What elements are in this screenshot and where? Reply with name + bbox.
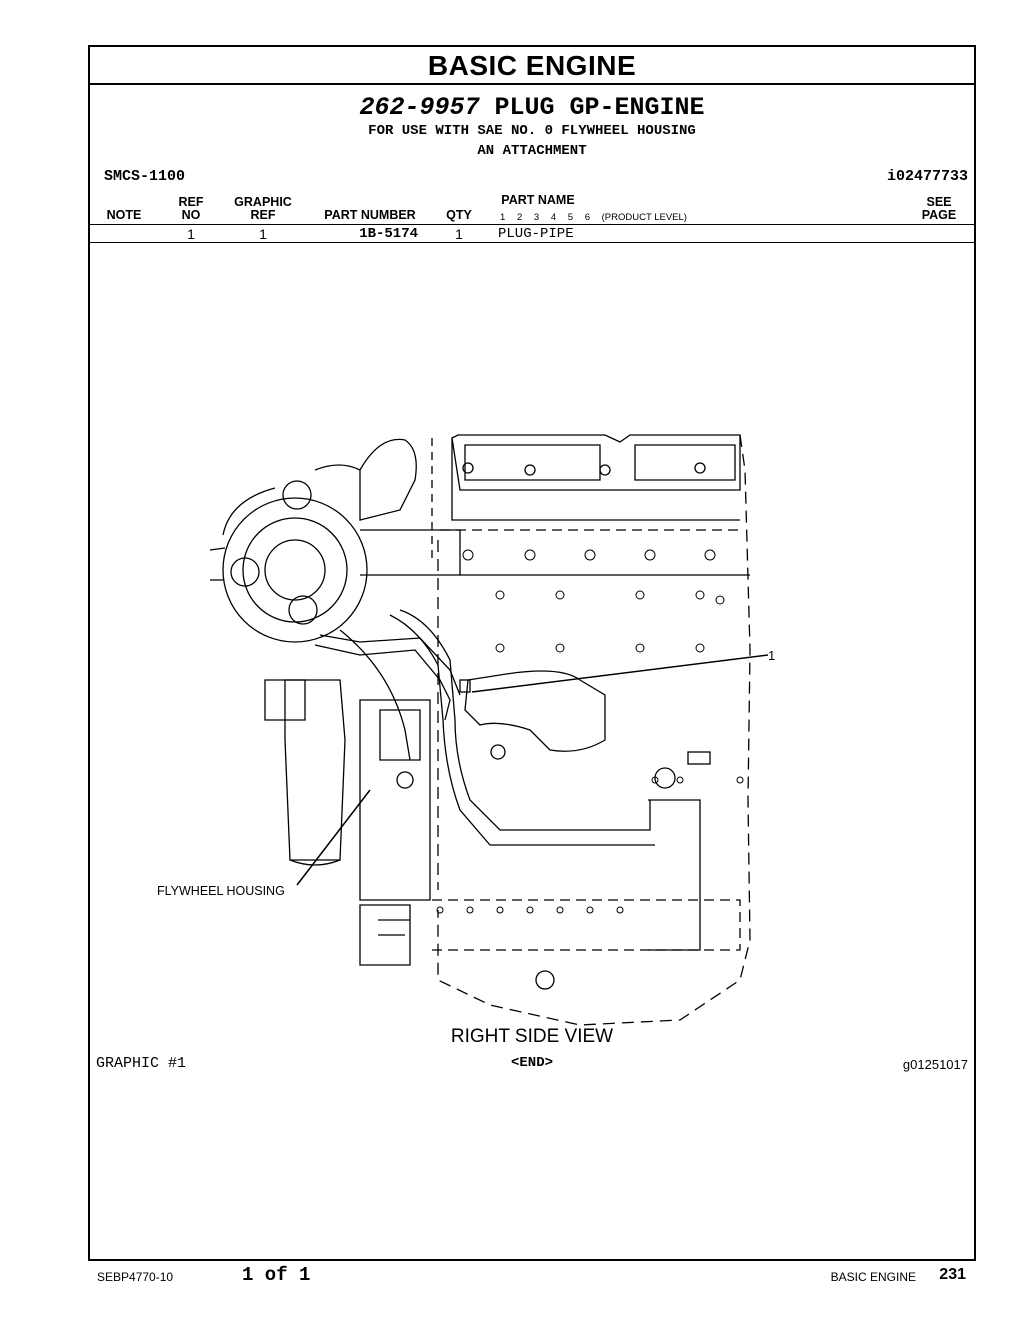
row-qty: 1 bbox=[455, 226, 463, 242]
view-caption: RIGHT SIDE VIEW bbox=[450, 1026, 614, 1047]
section-title-bar: BASIC ENGINE bbox=[90, 47, 974, 85]
document-id: i02477733 bbox=[886, 168, 968, 185]
header-part-number: PART NUMBER bbox=[324, 208, 416, 222]
level-5: 5 bbox=[567, 212, 574, 223]
header-qty: QTY bbox=[446, 208, 472, 222]
smcs-code: SMCS-1100 bbox=[104, 168, 186, 185]
header-graphic-ref-2: REF bbox=[250, 208, 276, 222]
footer-doc-number: SEBP4770-10 bbox=[97, 1270, 174, 1284]
row-ref-no: 1 bbox=[187, 226, 195, 242]
header-ref-no-1: REF bbox=[178, 195, 204, 209]
graphic-number: GRAPHIC #1 bbox=[96, 1055, 187, 1072]
section-title: BASIC ENGINE bbox=[427, 50, 637, 81]
row-part-name: PLUG-PIPE bbox=[498, 226, 574, 242]
header-note: NOTE bbox=[106, 208, 142, 222]
level-6: 6 bbox=[584, 212, 590, 223]
header-rule bbox=[90, 224, 974, 225]
group-description-line-1: FOR USE WITH SAE NO. 0 FLYWHEEL HOUSING bbox=[368, 123, 696, 139]
row-graphic-ref: 1 bbox=[259, 226, 267, 242]
graphic-id: g01251017 bbox=[902, 1057, 968, 1072]
footer-page-of: 1 of 1 bbox=[242, 1264, 311, 1286]
group-part-number: 262-9957 bbox=[359, 93, 480, 122]
level-3: 3 bbox=[533, 212, 540, 223]
group-title: 262-9957 PLUG GP-ENGINE bbox=[90, 93, 974, 122]
level-1: 1 bbox=[500, 212, 506, 223]
header-see-page-2: PAGE bbox=[921, 208, 957, 222]
header-graphic-ref-1: GRAPHIC bbox=[234, 195, 292, 209]
header-see-page-1: SEE bbox=[926, 195, 952, 209]
level-2: 2 bbox=[516, 212, 523, 223]
flywheel-housing-label: FLYWHEEL HOUSING bbox=[157, 884, 285, 898]
footer-section: BASIC ENGINE bbox=[830, 1270, 916, 1284]
product-level-label: (PRODUCT LEVEL) bbox=[601, 212, 687, 223]
row-rule bbox=[90, 242, 974, 243]
engine-right-side-view-illustration: 1 FLYWHEEL HOUSING bbox=[157, 434, 775, 1026]
level-4: 4 bbox=[550, 212, 557, 223]
group-description-line-2: AN ATTACHMENT bbox=[477, 143, 587, 159]
group-name: PLUG GP-ENGINE bbox=[494, 93, 705, 122]
product-levels: 1 2 3 4 5 6 (PRODUCT LEVEL) bbox=[500, 212, 696, 223]
end-marker: <END> bbox=[510, 1055, 553, 1071]
header-part-name: PART NAME bbox=[501, 193, 575, 207]
footer-page-number: 231 bbox=[939, 1266, 966, 1283]
page-frame: BASIC ENGINE 262-9957 PLUG GP-ENGINE FOR… bbox=[88, 45, 976, 1261]
callout-1-label: 1 bbox=[768, 648, 775, 663]
header-ref-no-2: NO bbox=[181, 208, 201, 222]
row-part-number[interactable]: 1B-5174 bbox=[359, 226, 418, 242]
